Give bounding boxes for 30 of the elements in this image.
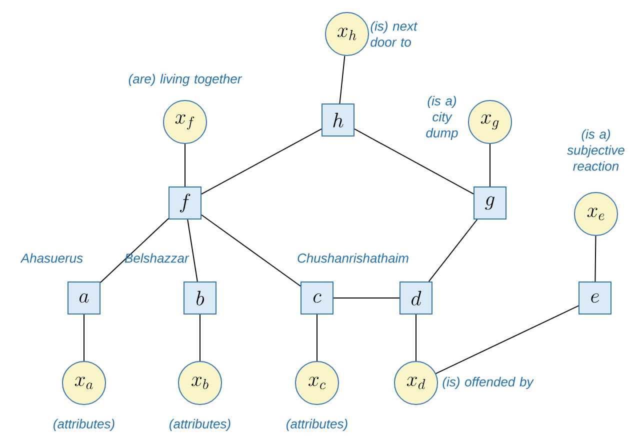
connector-line	[100, 218, 169, 283]
connector-line	[594, 236, 596, 282]
variable-square: $e$	[578, 282, 612, 314]
connector-line	[187, 219, 198, 282]
connector-line	[201, 214, 301, 287]
variable-square: $h$	[322, 104, 354, 136]
annotation-text: Belshazzar	[124, 253, 190, 263]
connector-line	[354, 128, 474, 194]
annotation-text: (attributes)	[170, 418, 230, 432]
variable-square: $a$	[68, 282, 100, 314]
variable-square: $f$	[168, 186, 202, 220]
connector-line	[184, 144, 186, 187]
connector-line	[201, 128, 322, 195]
variable-square: $c$	[300, 282, 334, 314]
annotation-text: (are) living together	[128, 74, 242, 86]
connector-line	[428, 219, 478, 282]
annotation-text: (is a) city dump	[426, 96, 458, 140]
annotation-text: Ahasuerus	[20, 253, 83, 263]
variable-square: $d$	[400, 282, 432, 314]
annotation-text: (is) offended by	[442, 376, 534, 390]
annotation-text: (is) next door to	[370, 21, 418, 47]
connector-line	[339, 55, 346, 104]
connector-line	[316, 314, 318, 362]
annotation-text: Chushanrishathaim	[298, 253, 408, 263]
annotation-text: (is a) subjective reaction	[567, 129, 624, 171]
annotation-text: (attributes)	[54, 418, 114, 432]
variable-square: $b$	[184, 282, 216, 314]
variable-square: $g$	[474, 186, 506, 220]
connector-line	[435, 305, 579, 374]
annotation-text: (attributes)	[286, 418, 348, 432]
